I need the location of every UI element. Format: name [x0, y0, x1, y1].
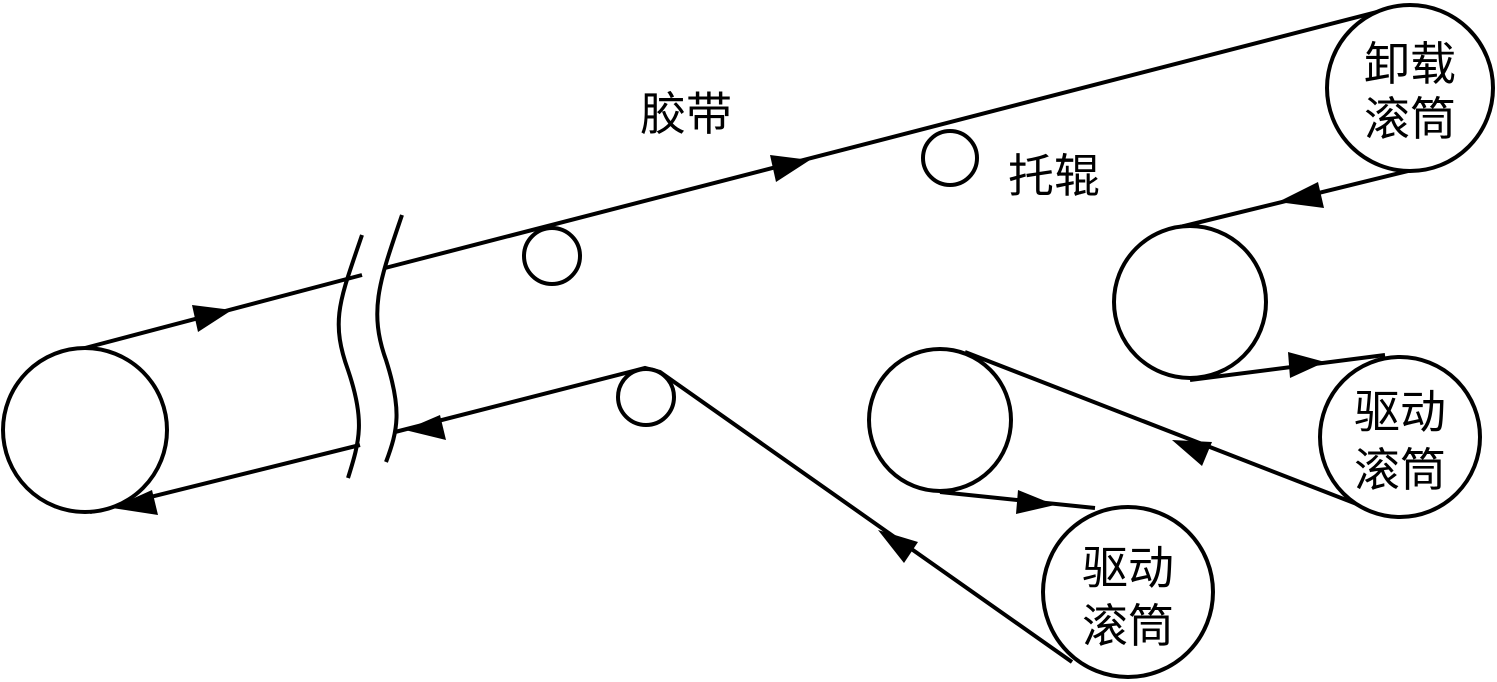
arrow-icon — [112, 490, 158, 515]
arrow-icon — [878, 530, 918, 563]
arrow-icon — [1016, 490, 1055, 514]
bend-pulley-2 — [867, 347, 1013, 493]
direction-arrows — [112, 155, 1325, 563]
idler-label: 托辊 — [1008, 149, 1100, 203]
break-mark — [336, 234, 364, 479]
drive-pulley-1-label-2: 滚筒 — [1354, 443, 1446, 497]
drive-pulley-2-label-1: 驱动 — [1082, 541, 1174, 595]
unload-pulley-label-1: 卸载 — [1364, 37, 1456, 91]
bend-pulley — [1112, 224, 1268, 380]
drive-pulley-2-label-2: 滚筒 — [1082, 599, 1174, 653]
arrow-icon — [405, 415, 446, 440]
unload-pulley-label-2: 滚筒 — [1364, 92, 1456, 146]
belt-drive1-to-bend2 — [964, 350, 1386, 517]
drive-pulley-2 — [1041, 505, 1215, 679]
unload-pulley — [1325, 3, 1495, 173]
tail-pulley — [1, 346, 169, 514]
arrow-icon — [1278, 182, 1324, 208]
idler — [522, 226, 582, 286]
belt-label: 胶带 — [640, 87, 732, 141]
arrow-icon — [1172, 440, 1212, 466]
drive-pulley-1-label-1: 驱动 — [1354, 385, 1446, 439]
belt-bend-to-drive1 — [1189, 353, 1386, 382]
arrow-icon — [1288, 352, 1325, 378]
belt-carry-main — [384, 4, 1401, 270]
break-mark — [375, 214, 404, 463]
drive-pulley-1 — [1318, 355, 1482, 519]
idler — [616, 367, 676, 427]
arrow-icon — [192, 305, 232, 332]
idler — [921, 129, 979, 187]
arrow-icon — [770, 155, 810, 182]
